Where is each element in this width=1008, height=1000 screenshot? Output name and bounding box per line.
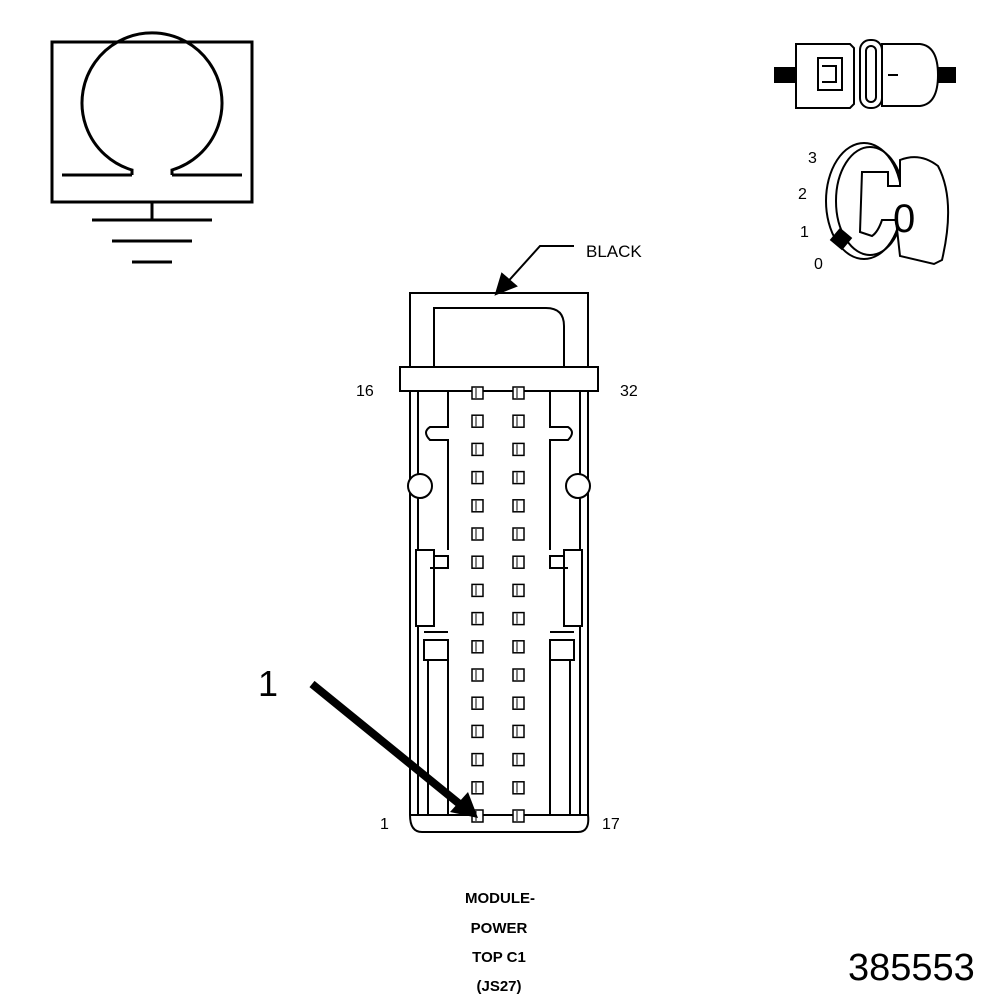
pin-label-17: 17 — [602, 816, 620, 833]
pin-cavity-30 — [512, 442, 525, 457]
pin-cavity-25 — [512, 583, 525, 598]
callout-number: 1 — [258, 663, 278, 704]
pin-cavity-5 — [471, 696, 484, 710]
pin-cavity-11 — [471, 527, 484, 541]
pin-cavity-32 — [512, 386, 525, 400]
pin-cavity-16 — [471, 386, 484, 400]
pin-cavity-2 — [471, 781, 484, 795]
pin-cavities — [471, 386, 525, 823]
pin-cavity-23 — [512, 640, 525, 654]
pin-cavity-18 — [512, 781, 525, 795]
key-position-3: 3 — [808, 150, 817, 167]
figure-number: 385553 — [848, 947, 975, 989]
pin-cavity-3 — [471, 752, 484, 767]
pin-label-1: 1 — [380, 816, 389, 833]
pin-cavity-29 — [512, 470, 525, 485]
pin-cavity-8 — [471, 611, 484, 626]
pin-cavity-21 — [512, 696, 525, 710]
connector-plug-icon — [774, 39, 956, 109]
callout-arrow — [309, 680, 478, 818]
ground-ohm-icon — [50, 31, 254, 264]
pin-cavity-31 — [512, 414, 525, 428]
pin-label-16: 16 — [356, 383, 374, 400]
key-position-1: 1 — [800, 224, 809, 241]
pin-cavity-19 — [512, 752, 525, 767]
connector-body — [399, 292, 599, 833]
pin-cavity-13 — [471, 470, 484, 485]
color-leader-arrow — [494, 245, 574, 296]
pin-cavity-20 — [512, 724, 525, 739]
title-line-4: (JS27) — [476, 978, 521, 995]
key-face-label: 0 — [893, 197, 915, 241]
pin-cavity-10 — [471, 555, 484, 569]
pin-cavity-22 — [512, 668, 525, 682]
key-position-0: 0 — [814, 256, 823, 273]
pin-cavity-26 — [512, 555, 525, 569]
pin-label-32: 32 — [620, 383, 638, 400]
pin-cavity-9 — [471, 583, 484, 598]
title-line-3: TOP C1 — [472, 949, 526, 966]
pin-cavity-4 — [471, 724, 484, 739]
pin-cavity-28 — [512, 499, 525, 513]
pin-cavity-7 — [471, 640, 484, 654]
pin-cavity-6 — [471, 668, 484, 682]
title-line-1: MODULE- — [465, 890, 535, 907]
pin-cavity-14 — [471, 442, 484, 457]
pin-cavity-12 — [471, 499, 484, 513]
pin-cavity-27 — [512, 527, 525, 541]
pin-cavity-17 — [512, 809, 525, 823]
ignition-key-icon — [825, 142, 950, 266]
pin-cavity-24 — [512, 611, 525, 626]
key-position-2: 2 — [798, 186, 807, 203]
color-label: BLACK — [586, 242, 642, 261]
pin-cavity-15 — [471, 414, 484, 428]
title-line-2: POWER — [471, 920, 528, 937]
